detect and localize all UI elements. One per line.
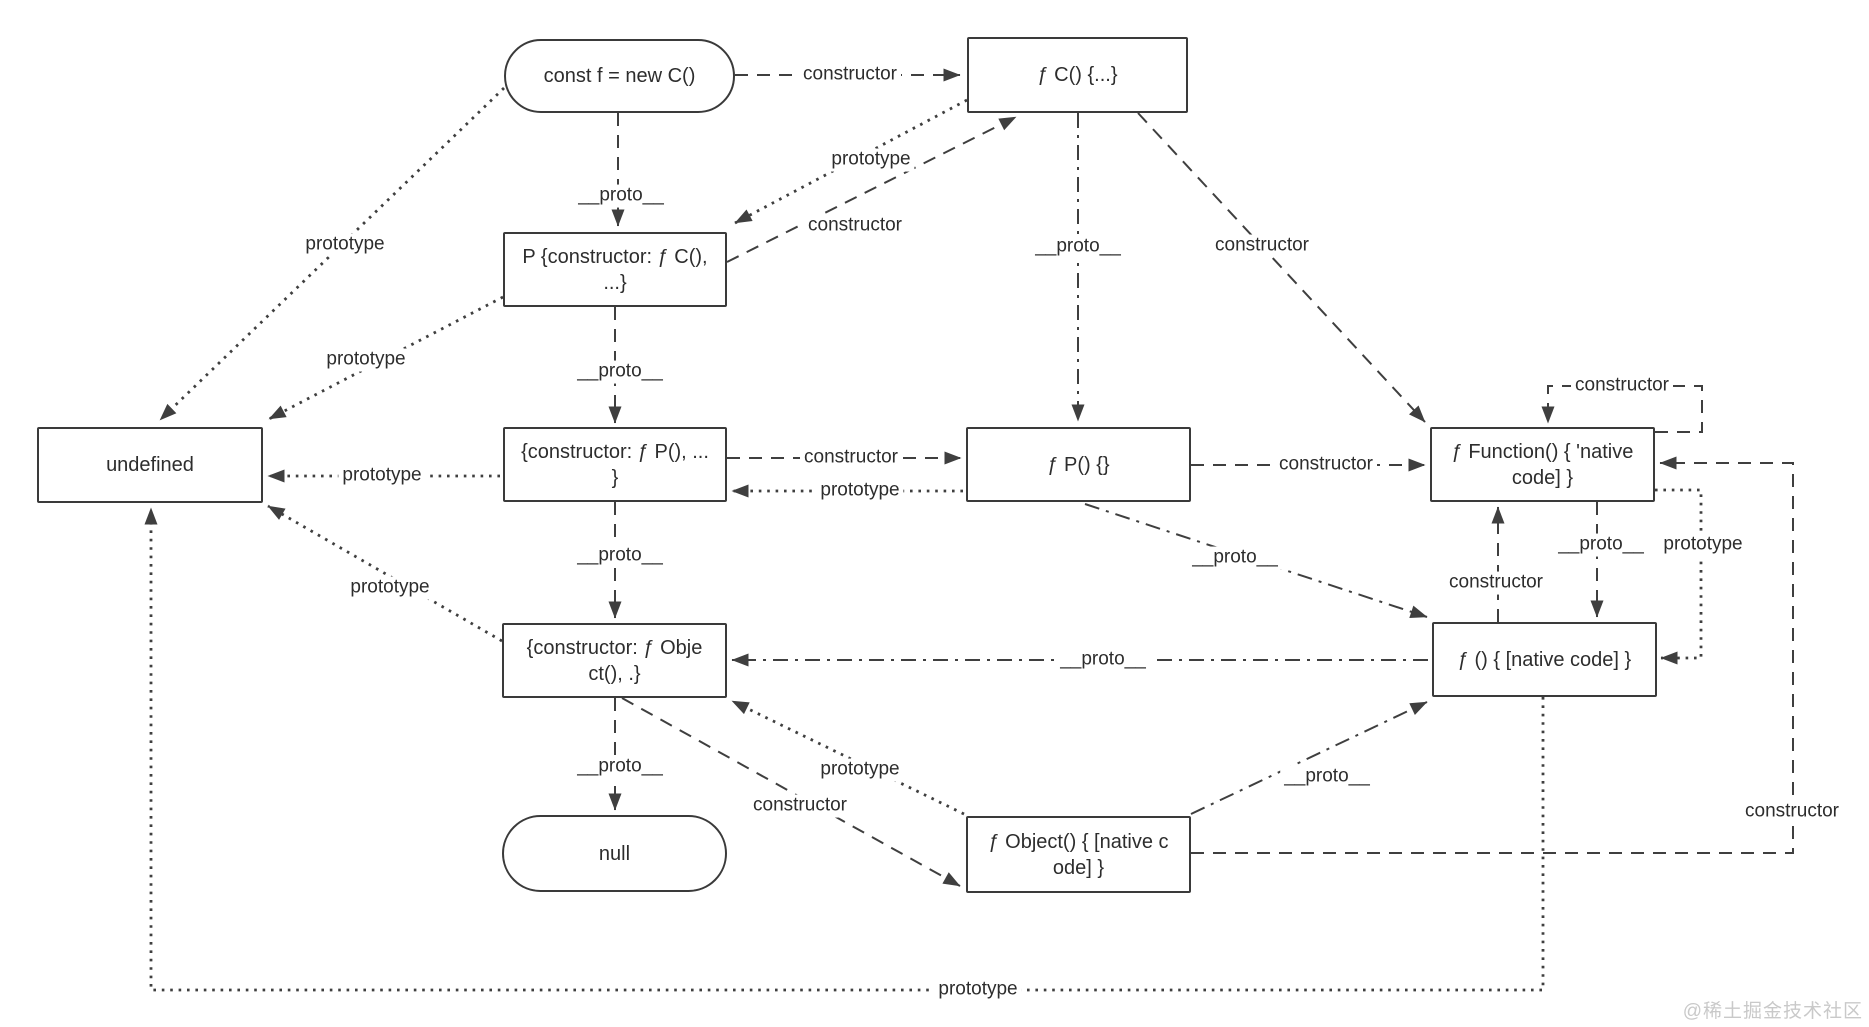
edge-label-26-__proto__: __proto__ (573, 544, 667, 568)
edge-24-prototype (267, 504, 503, 643)
edge-23-constructor (1191, 456, 1794, 854)
edge-label-18-__proto__: __proto__ (1056, 648, 1150, 672)
node-fn-p: ƒ P() {} (966, 427, 1191, 502)
node-label: {constructor: ƒ Obje (526, 636, 703, 659)
edge-label-7-prototype: prototype (322, 348, 410, 372)
edge-label-17-__proto__: __proto__ (1188, 546, 1282, 570)
node-label: undefined (106, 454, 194, 476)
edge-label-9-prototype: prototype (338, 464, 426, 488)
node-label: P {constructor: ƒ C(), (522, 245, 708, 268)
edge-4-constructor (726, 116, 1017, 263)
node-label: code] } (1511, 466, 1574, 489)
edge-label-4-constructor: constructor (804, 214, 906, 238)
edge-label-12-constructor: constructor (1275, 453, 1377, 477)
node-fn-c: ƒ C() {...} (967, 37, 1188, 113)
edge-19-__proto__ (1190, 701, 1428, 815)
node-fn-object: ƒ Object() { [native c ode] } (966, 816, 1191, 893)
edge-label-13-constructor: constructor (1571, 374, 1673, 398)
node-label: ƒ Function() { 'native (1451, 440, 1634, 463)
node-label: } (611, 466, 619, 489)
node-fn-anonymous: ƒ () { [native code] } (1432, 622, 1657, 697)
edge-label-20-prototype: prototype (816, 758, 904, 782)
node-label: {constructor: ƒ P(), ... (521, 440, 709, 463)
edge-label-10-constructor: constructor (800, 446, 902, 470)
edge-label-25-prototype: prototype (934, 978, 1022, 1002)
node-p: P {constructor: ƒ C(),...} (503, 232, 727, 307)
edge-label-2-prototype: prototype (301, 233, 389, 257)
node-proto-p: {constructor: ƒ P(), ...} (503, 427, 727, 502)
edge-3-prototype (734, 98, 968, 225)
node-label: ode] } (1052, 856, 1105, 879)
edge-label-19-__proto__: __proto__ (1280, 765, 1374, 789)
node-proto-object: {constructor: ƒ Obje ct(), .} (502, 623, 727, 698)
node-label: ƒ () { [native code] } (1457, 648, 1632, 671)
edge-label-3-prototype: prototype (827, 148, 915, 172)
edge-label-21-constructor: constructor (749, 794, 851, 818)
edge-25-prototype (144, 507, 1545, 992)
edge-6-constructor (1137, 112, 1426, 423)
node-label: ƒ P() {} (1047, 453, 1110, 476)
node-label: ƒ C() {...} (1037, 64, 1118, 86)
node-fn-function: ƒ Function() { 'native code] } (1430, 427, 1655, 502)
edge-label-14-__proto__: __proto__ (1554, 533, 1648, 557)
node-label: ...} (603, 271, 627, 294)
node-undefined: undefined (37, 427, 263, 503)
watermark: @稀土掘金技术社区 (1682, 1001, 1863, 1022)
node-label: ƒ Object() { [native c (988, 830, 1169, 853)
edge-label-6-constructor: constructor (1211, 234, 1313, 258)
edge-label-22-__proto__: __proto__ (573, 755, 667, 779)
node-label: ct(), .} (588, 662, 641, 685)
edge-label-5-__proto__: __proto__ (1031, 235, 1125, 259)
edge-17-__proto__ (1084, 503, 1428, 618)
edge-15-prototype (1655, 488, 1703, 665)
edge-label-8-__proto__: __proto__ (573, 360, 667, 384)
node-null: null (502, 815, 727, 892)
edge-label-15-prototype: prototype (1659, 533, 1747, 557)
edge-7-prototype (268, 295, 504, 421)
edge-label-23-constructor: constructor (1741, 800, 1843, 824)
edge-label-1-__proto__: __proto__ (574, 184, 668, 208)
edge-label-11-prototype: prototype (816, 479, 904, 503)
edge-label-16-constructor: constructor (1445, 571, 1547, 595)
edge-label-24-prototype: prototype (346, 576, 434, 600)
edge-20-prototype (731, 699, 965, 816)
node-instance: const f = new C() (504, 39, 735, 113)
node-label: null (598, 842, 631, 865)
node-label: const f = new C() (543, 65, 696, 87)
edge-13-constructor (1541, 385, 1703, 433)
edge-label-0-constructor: constructor (799, 63, 901, 87)
